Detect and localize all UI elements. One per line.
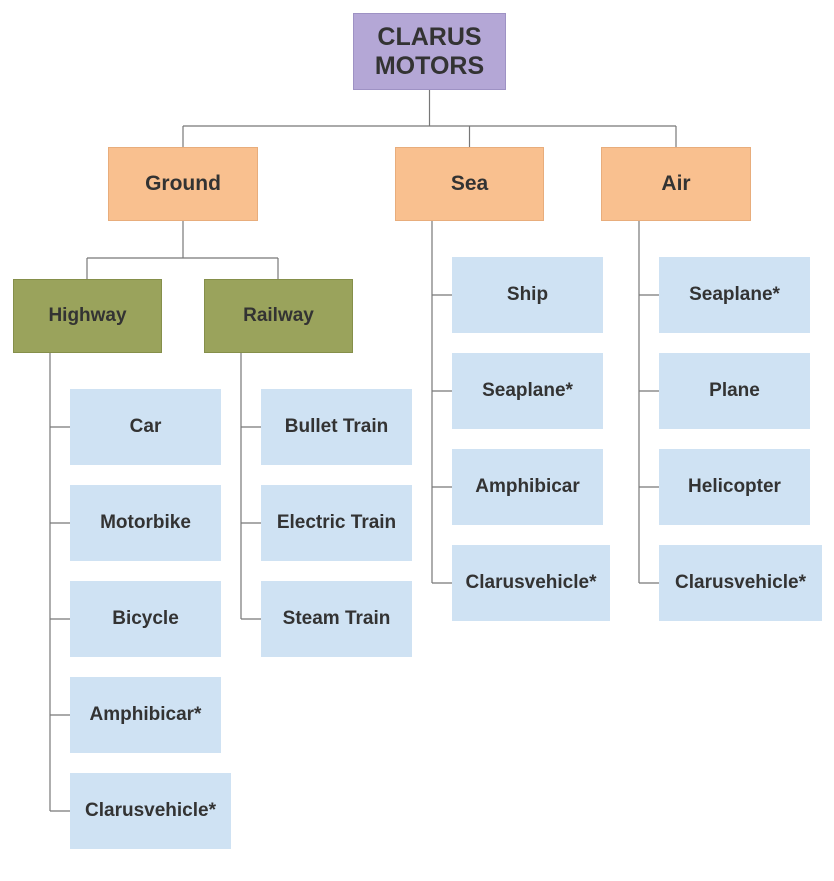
- subcategory-label: Highway: [48, 305, 127, 326]
- leaf-label: Amphibicar: [475, 476, 580, 497]
- category-label: Air: [661, 172, 691, 195]
- leaf-label: Clarusvehicle*: [85, 800, 216, 821]
- category-ground: Ground: [108, 147, 258, 221]
- leaf-node: Clarusvehicle*: [70, 773, 231, 849]
- subcategory-highway: Highway: [13, 279, 162, 353]
- leaf-label: Seaplane*: [689, 284, 780, 305]
- leaf-label: Motorbike: [100, 512, 191, 533]
- leaf-node: Amphibicar*: [70, 677, 221, 753]
- leaf-node: Ship: [452, 257, 603, 333]
- leaf-label: Bicycle: [112, 608, 179, 629]
- category-label: Sea: [450, 172, 489, 195]
- leaf-label: Helicopter: [688, 476, 781, 497]
- root-label: CLARUS MOTORS: [374, 22, 485, 80]
- leaf-label: Seaplane*: [482, 380, 573, 401]
- leaf-label: Electric Train: [276, 512, 397, 533]
- leaf-node: Seaplane*: [452, 353, 603, 429]
- leaf-label: Ship: [506, 284, 549, 305]
- category-air: Air: [601, 147, 751, 221]
- leaf-label: Amphibicar*: [89, 704, 202, 725]
- leaf-label: Clarusvehicle*: [675, 572, 806, 593]
- leaf-label: Plane: [709, 380, 760, 401]
- leaf-node: Bullet Train: [261, 389, 412, 465]
- leaf-node: Electric Train: [261, 485, 412, 561]
- leaf-node: Car: [70, 389, 221, 465]
- leaf-node: Steam Train: [261, 581, 412, 657]
- root-node: CLARUS MOTORS: [353, 13, 506, 90]
- leaf-node: Motorbike: [70, 485, 221, 561]
- leaf-node: Seaplane*: [659, 257, 810, 333]
- leaf-node: Plane: [659, 353, 810, 429]
- leaf-label: Steam Train: [282, 608, 391, 629]
- subcategory-label: Railway: [243, 305, 314, 326]
- subcategory-railway: Railway: [204, 279, 353, 353]
- leaf-label: Car: [129, 416, 162, 437]
- leaf-node: Clarusvehicle*: [659, 545, 822, 621]
- leaf-label: Clarusvehicle*: [465, 572, 597, 593]
- category-sea: Sea: [395, 147, 544, 221]
- leaf-node: Amphibicar: [452, 449, 603, 525]
- leaf-node: Clarusvehicle*: [452, 545, 610, 621]
- leaf-label: Bullet Train: [284, 416, 389, 437]
- leaf-node: Bicycle: [70, 581, 221, 657]
- leaf-node: Helicopter: [659, 449, 810, 525]
- category-label: Ground: [145, 172, 221, 195]
